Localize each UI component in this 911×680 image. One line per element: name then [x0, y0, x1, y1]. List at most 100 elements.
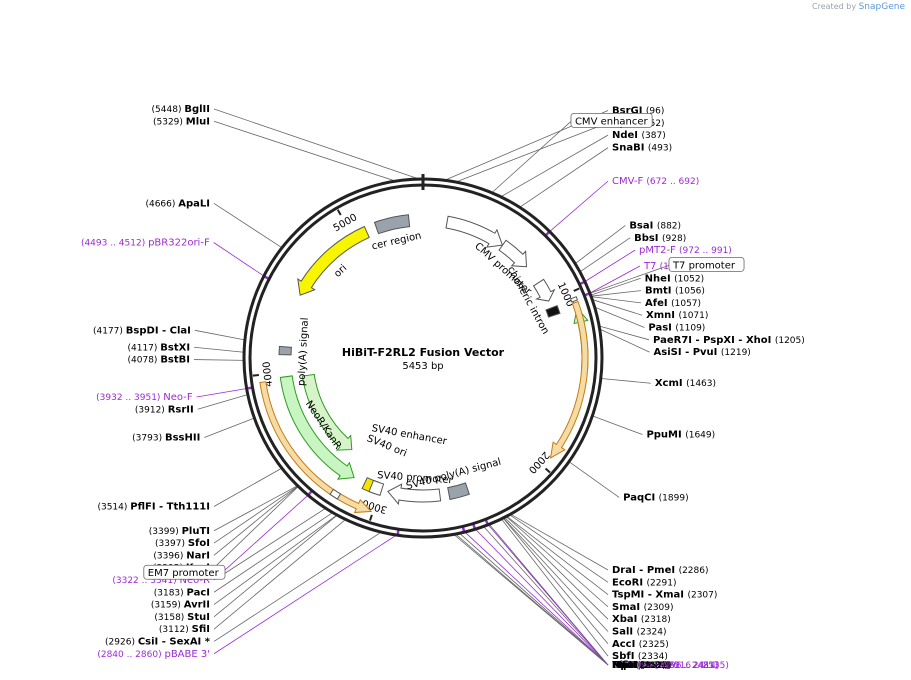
site-leader-bmti [589, 290, 642, 297]
site-csii-sexai[interactable]: (2926) CsiI - SexAI * [105, 636, 211, 647]
site-leader-csii-sexai [213, 530, 383, 642]
site-sbfi[interactable]: SbfI (2334) [612, 651, 668, 662]
site-psii[interactable]: PsiI (2552) [612, 660, 666, 671]
callout-cmv-enhancer[interactable]: CMV enhancer [575, 116, 649, 127]
feature-orf-green-2[interactable] [301, 373, 353, 451]
feature-cmv-enhancer[interactable] [445, 215, 504, 248]
site-paer7i-pspxi-xhoi[interactable]: PaeR7I - PspXI - XhoI (1205) [653, 335, 805, 346]
snapgene-credit: Created by SnapGene [812, 2, 905, 12]
site-bmti[interactable]: BmtI (1056) [645, 286, 705, 297]
site-nari[interactable]: (3396) NarI [153, 550, 210, 561]
site-apali[interactable]: (4666) ApaLI [145, 198, 210, 209]
site-sfoi[interactable]: (3397) SfoI [155, 538, 210, 549]
site-bsrgi[interactable]: BsrGI (96) [612, 106, 664, 117]
site-xmni[interactable]: XmnI (1071) [646, 310, 708, 321]
plasmid-name: HiBiT-F2RL2 Fusion Vector [342, 346, 505, 359]
primer-leader-cmv-f [548, 180, 609, 233]
site-bstbi[interactable]: (4078) BstBI [128, 355, 191, 366]
callout-box-em7-promoter [143, 564, 226, 580]
site-ppumi[interactable]: PpuMI (1649) [646, 430, 715, 441]
site-acci[interactable]: AccI (2325) [612, 639, 669, 650]
feature-poly-a-signal[interactable] [278, 345, 292, 356]
site-afei[interactable]: AfeI (1057) [645, 298, 701, 309]
callout-em7-promoter[interactable]: EM7 promoter [148, 568, 220, 579]
site-leader-tspmi-xmai [505, 515, 609, 595]
site-xbai[interactable]: XbaI (2318) [612, 614, 671, 625]
feature-t7-promoter[interactable] [569, 296, 579, 303]
feature-em7-promoter[interactable] [329, 488, 342, 500]
site-leader-nari [213, 485, 300, 556]
primer-leader-ebv-rev [474, 528, 609, 666]
site-asisi-pvui[interactable]: AsiSI - PvuI (1219) [654, 347, 751, 358]
callout-leader-cmv-enhancer [490, 121, 572, 194]
site-blpi[interactable]: BlpI (2399) [612, 660, 667, 671]
primer-leader-sv40pa-r [463, 530, 609, 666]
site-rsrii[interactable]: (3912) RsrII [135, 404, 194, 415]
site-ecori[interactable]: EcoRI (2291) [612, 577, 676, 588]
site-nhei[interactable]: NheI (1052) [645, 273, 704, 284]
site-leader-mfei [452, 533, 609, 666]
site-leader-drai-pmei [509, 513, 609, 571]
primer-neo-f[interactable]: (3932 .. 3951) Neo-F [96, 392, 193, 403]
site-bsshii[interactable]: (3793) BssHII [132, 432, 200, 443]
feature-cer-region[interactable] [373, 214, 411, 235]
site-paqci[interactable]: PaqCI (1899) [623, 492, 688, 503]
site-mfei[interactable]: MfeI (2581) [612, 660, 670, 671]
site-leader-snabi [518, 147, 609, 209]
feature-sv40-enhancer[interactable] [368, 479, 385, 497]
feature-orf-orange-2[interactable] [259, 381, 373, 514]
primer-leader-pbabe-3 [213, 533, 398, 655]
snapgene-logo: SnapGene [858, 2, 905, 12]
site-pasi[interactable]: PasI (1109) [648, 323, 705, 334]
site-stui[interactable]: (3158) StuI [154, 612, 210, 623]
feature-neor-kanr[interactable] [279, 375, 355, 480]
primer-ebv-rev[interactable]: EBV-rev (2462 .. 2481) [612, 660, 718, 671]
site-bbsi[interactable]: BbsI (928) [634, 233, 686, 244]
site-xcmi[interactable]: XcmI (1463) [655, 378, 716, 389]
feature-hibit[interactable] [545, 304, 561, 318]
primer-cmv-f[interactable]: CMV-F (672 .. 692) [612, 176, 699, 187]
site-pluti[interactable]: (3399) PluTI [149, 526, 210, 537]
feature-sv40-poly-a-signal[interactable] [447, 482, 470, 501]
site-leader-ndei [499, 134, 609, 198]
feature-cmv-promoter[interactable] [498, 239, 528, 268]
features [259, 214, 589, 514]
site-smai[interactable]: SmaI (2309) [612, 602, 674, 613]
site-sali[interactable]: SalI (2324) [612, 626, 667, 637]
site-drai-pmei[interactable]: DraI - PmeI (2286) [612, 565, 709, 576]
site-mlui[interactable]: (5329) MluI [153, 116, 210, 127]
site-ndei[interactable]: NdeI (387) [612, 130, 666, 141]
site-hpai[interactable]: HpaI (2572) [612, 660, 671, 671]
feature-ori[interactable] [297, 225, 370, 296]
tick-mark-1000 [573, 287, 580, 292]
primer-leader-t7 [588, 265, 641, 294]
site-sfii[interactable]: (3112) SfiI [159, 624, 210, 635]
site-noti[interactable]: NotI (2429) [612, 660, 669, 671]
site-leader-smai [505, 515, 609, 608]
plasmid-size: 5453 bp [402, 361, 443, 372]
primer-t7-term[interactable]: T7 Term (2396 .. 2414) [611, 660, 719, 671]
site-paci[interactable]: (3183) PacI [154, 587, 210, 598]
primer-sv40pa-r[interactable]: SV40pA-R (2516 .. 2535) [612, 660, 729, 671]
feature-sv40-promoter[interactable] [387, 483, 442, 506]
primer-pbabe-3[interactable]: (2840 .. 2860) pBABE 3' [97, 649, 210, 660]
site-bglii[interactable]: (5448) BglII [152, 104, 210, 115]
primer-neo-r[interactable]: (3322 .. 3341) Neo-R [112, 575, 210, 586]
site-leader-spei [453, 122, 609, 184]
site-snabi[interactable]: SnaBI (493) [612, 143, 672, 154]
callout-t7-promoter[interactable]: T7 promoter [672, 260, 736, 271]
site-tspmi-xmai[interactable]: TspMI - XmaI (2307) [612, 590, 717, 601]
primer-pbr322ori-f[interactable]: (4493 .. 4512) pBR322ori-F [81, 237, 210, 248]
site-pflfi-tth111i[interactable]: (3514) PflFI - Tth111I [97, 501, 210, 512]
site-bstxi[interactable]: (4117) BstXI [127, 342, 190, 353]
site-bspdi-clai[interactable]: (4177) BspDI - ClaI [93, 325, 191, 336]
center-title: HiBiT-F2RL2 Fusion Vector 5453 bp [342, 346, 505, 372]
feature-label-poly-a-signal: poly(A) signal [296, 317, 311, 386]
primer-pmt2-f[interactable]: pMT2-F (972 .. 991) [639, 245, 732, 256]
site-avrii[interactable]: (3159) AvrII [151, 600, 210, 611]
site-bsai[interactable]: BsaI (882) [629, 220, 681, 231]
feature-orf-orange[interactable] [549, 300, 589, 459]
feature-chimeric-intron[interactable] [532, 278, 556, 302]
